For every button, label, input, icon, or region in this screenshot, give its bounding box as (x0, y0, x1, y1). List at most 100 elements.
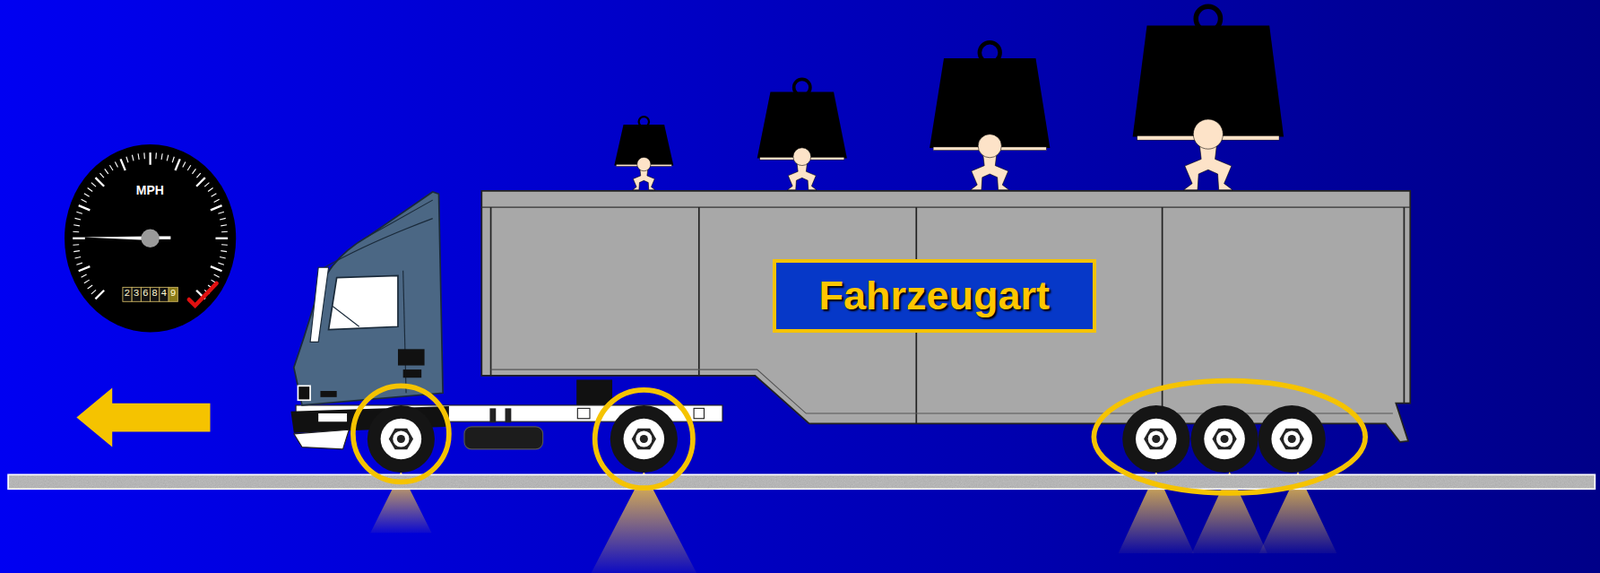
dial-face (64, 144, 236, 332)
road (8, 474, 1595, 489)
hub (1211, 428, 1237, 450)
lifter-head (793, 147, 812, 166)
dial-tick (103, 168, 108, 174)
dial-tick (196, 172, 200, 178)
frame-detail (505, 407, 512, 423)
dial-tick (217, 262, 224, 265)
axle-circle (595, 389, 693, 488)
hub (389, 428, 414, 450)
hub-cap (1148, 430, 1165, 447)
dial-tick (77, 266, 90, 271)
dial-tick (213, 274, 219, 277)
panel-line (698, 207, 701, 376)
dial-tick (143, 152, 146, 159)
dial-tick (210, 205, 223, 210)
dial-tick (210, 192, 217, 197)
hub-center (1288, 434, 1297, 443)
headlight (297, 385, 311, 400)
cab-step (403, 369, 422, 378)
dial-tick (76, 211, 82, 214)
hub-center (1220, 434, 1229, 443)
frame-detail (693, 407, 704, 418)
fifth-wheel (576, 379, 613, 407)
hub-cap (1216, 430, 1233, 447)
weight-lifter (614, 116, 674, 191)
dial-tick (73, 224, 80, 225)
axle-highlights (353, 380, 1366, 493)
needle (82, 235, 150, 241)
dial-tick (86, 187, 93, 191)
dial-tick (166, 154, 169, 161)
dial-tick (86, 284, 93, 288)
dial-tick (148, 152, 151, 165)
front-skirt (294, 429, 349, 450)
odometer-reading: 236849 (123, 285, 180, 301)
weight-lifter (757, 78, 848, 190)
frame-detail (577, 407, 590, 418)
cab-step (397, 348, 425, 365)
dial-tick (161, 153, 163, 160)
panel-line (490, 207, 493, 376)
cab-roof-line (324, 199, 433, 268)
dial-tick (217, 211, 224, 214)
dial-tick (72, 243, 79, 246)
hub-cap (635, 430, 652, 447)
wheel (1122, 405, 1190, 473)
dial-tick (72, 236, 86, 239)
frame-detail (489, 407, 496, 423)
dial-tick (95, 177, 104, 187)
dial-tick (215, 236, 228, 239)
dial-tick (219, 217, 226, 220)
dial-tick (174, 158, 180, 171)
grille (320, 390, 337, 398)
roof-line (481, 206, 1410, 208)
dial-tick (109, 164, 113, 171)
tyre (1122, 405, 1190, 473)
dial-tick (95, 289, 104, 299)
dial-tick (187, 164, 191, 171)
dial-tick (72, 230, 79, 233)
dial-tick (99, 172, 104, 178)
wheels (367, 405, 1326, 473)
dial-tick (204, 181, 209, 186)
tyre (610, 405, 678, 473)
unit-label: MPH (136, 182, 165, 198)
axle-ellipse (1093, 380, 1366, 493)
dial-tick (219, 256, 226, 259)
panel-line (1161, 207, 1164, 424)
lifter-head (1193, 119, 1223, 149)
hub (631, 428, 657, 450)
dial-tick (80, 198, 87, 202)
rim (380, 418, 423, 460)
scene (8, 6, 1595, 573)
window-line (332, 306, 360, 328)
hub (1280, 428, 1305, 450)
dial-tick (120, 158, 125, 171)
cab (290, 191, 449, 450)
dial-tick (220, 250, 227, 251)
dial-tick (191, 168, 196, 174)
dial-tick (80, 274, 87, 277)
dial-tick (172, 155, 174, 162)
redline-mark (189, 282, 217, 305)
dial-tick (76, 262, 82, 265)
dial-tick (210, 266, 223, 271)
direction-arrow (76, 388, 210, 448)
cab-window (328, 275, 398, 329)
dial-tick (84, 279, 90, 284)
needle-hub (140, 228, 159, 247)
vehicle-type-box: Fahrzeugart (772, 259, 1097, 333)
wheel (1191, 405, 1259, 473)
rim (1135, 418, 1177, 460)
lifter-head (637, 156, 651, 171)
dial-tick (182, 161, 186, 167)
tyre (367, 405, 435, 473)
rim (1203, 418, 1246, 460)
vehicle-type-label: Fahrzeugart (818, 272, 1050, 320)
dial-tick (84, 192, 90, 197)
dial-tick (207, 187, 214, 191)
hub (1143, 428, 1168, 450)
hub-center (1151, 434, 1160, 443)
